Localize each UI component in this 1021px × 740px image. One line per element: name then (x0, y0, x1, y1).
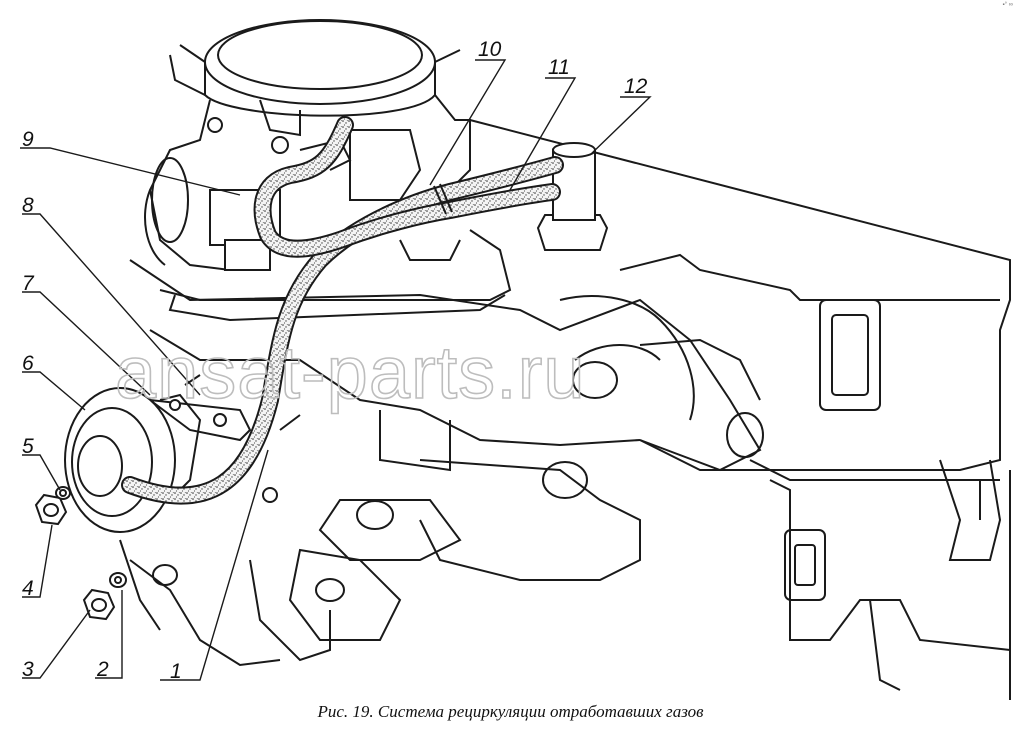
engine-block (469, 119, 1011, 700)
watermark: ansat-parts.ru (115, 331, 586, 414)
callout-9: 9 (22, 128, 34, 151)
callout-labels: 1 2 3 4 5 6 7 8 9 10 11 12 (22, 38, 648, 683)
callout-5: 5 (22, 435, 34, 458)
figure-caption: Рис. 19. Система рециркуляции отработавш… (317, 702, 704, 721)
callout-1: 1 (170, 660, 182, 683)
callout-4: 4 (22, 577, 34, 600)
callout-12: 12 (624, 75, 648, 98)
callout-8: 8 (22, 194, 34, 217)
callout-2: 2 (96, 658, 109, 681)
fasteners (34, 486, 127, 621)
vacuum-hoses (121, 116, 564, 505)
callout-leaders (20, 59, 652, 681)
callout-3: 3 (22, 658, 34, 681)
callout-11: 11 (548, 56, 570, 79)
intake-manifold (119, 259, 764, 667)
callout-7: 7 (22, 272, 35, 295)
corner-mark: ▪° ∞ (1002, 2, 1013, 8)
callout-10: 10 (478, 38, 502, 61)
carburettor (144, 19, 512, 322)
callout-6: 6 (22, 352, 34, 375)
